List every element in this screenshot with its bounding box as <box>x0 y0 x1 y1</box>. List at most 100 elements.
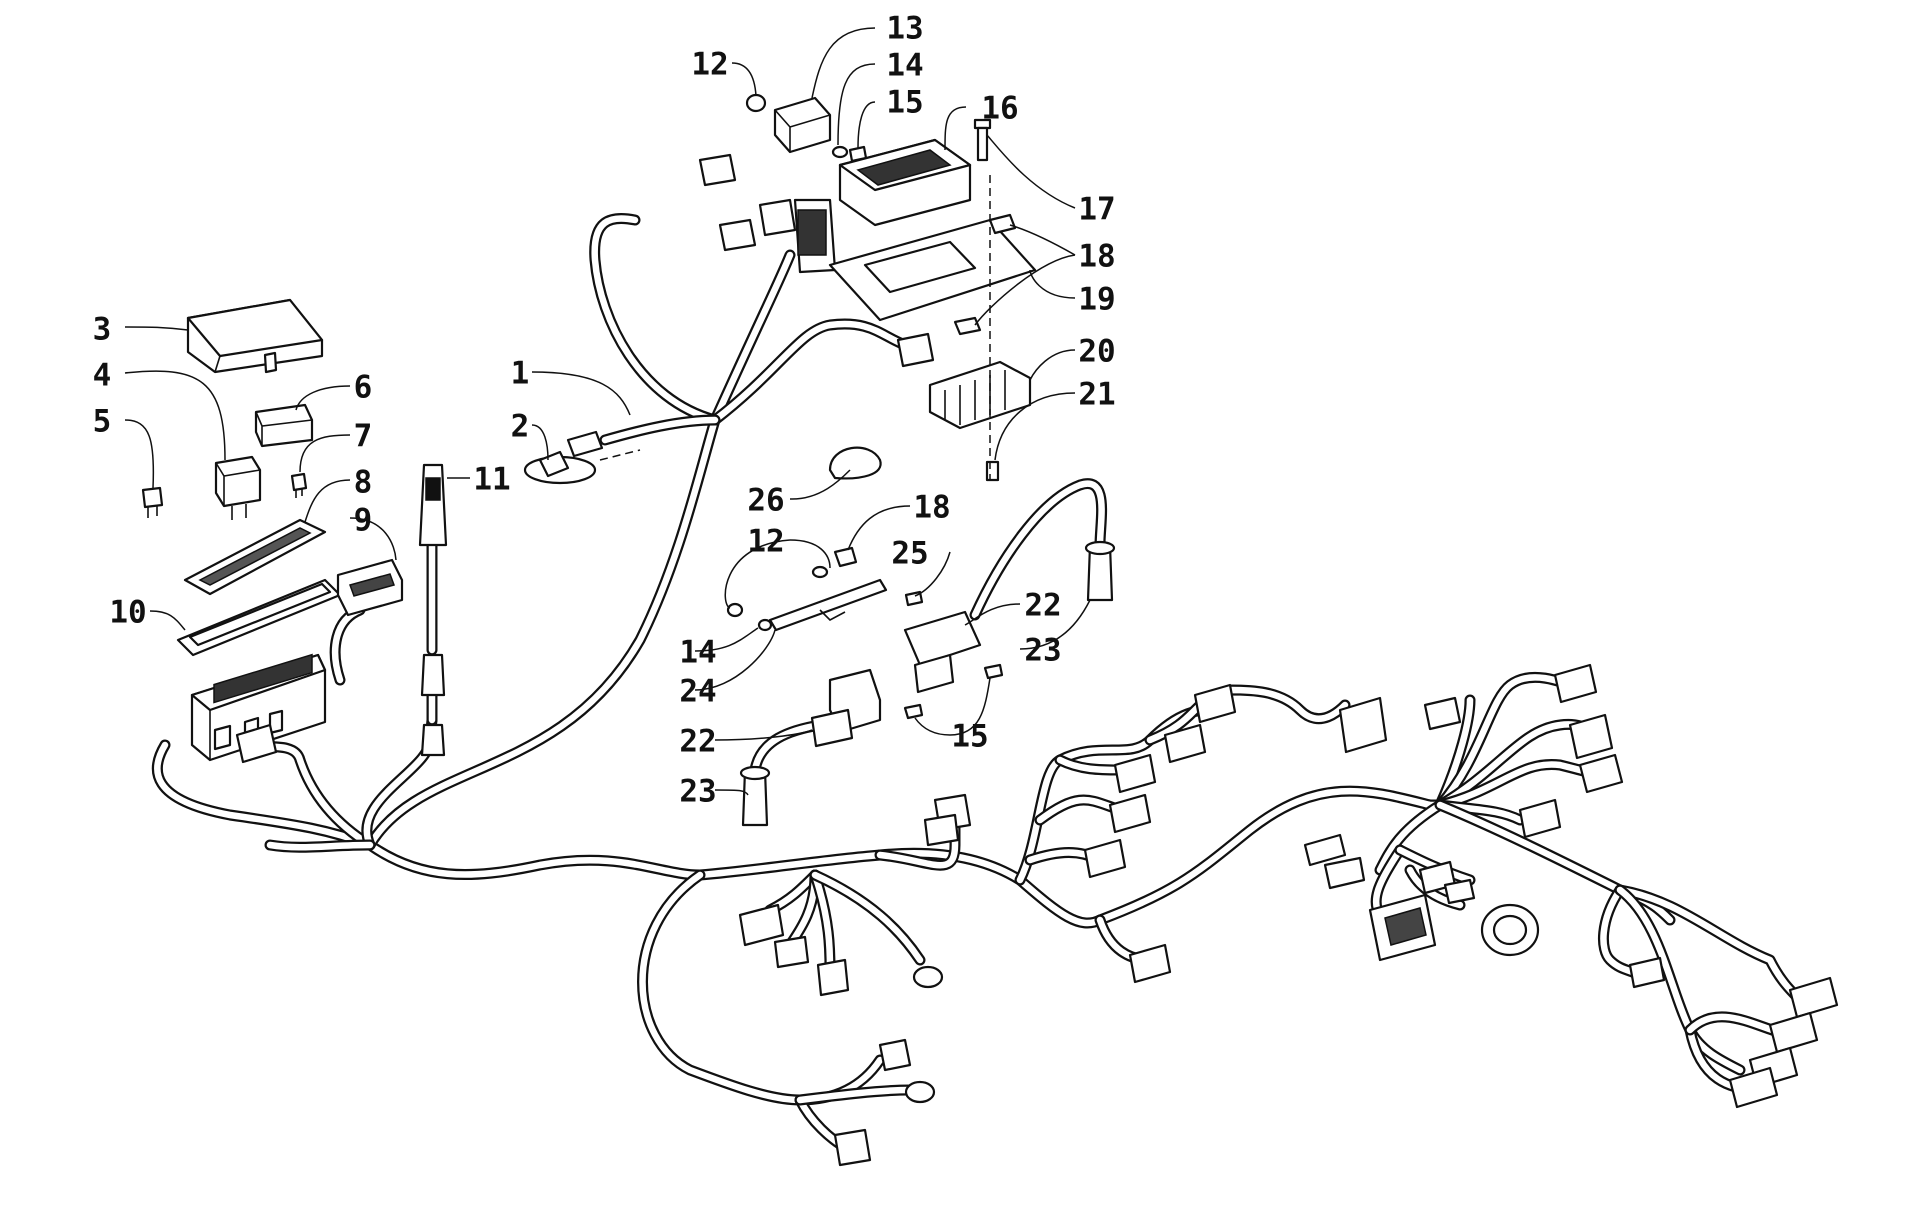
ring-terminal-b <box>904 1080 936 1104</box>
callout-20: 20 <box>1078 334 1115 370</box>
regulator-20 <box>928 360 1032 430</box>
callout-23-left: 23 <box>679 774 716 810</box>
connector-left-end <box>235 723 278 764</box>
callout-18-center: 18 <box>913 490 950 526</box>
connector-bottom-a <box>878 1038 912 1072</box>
screw-17 <box>973 118 992 162</box>
callout-2: 2 <box>511 409 530 445</box>
connector-center-e <box>923 813 960 847</box>
callout-23-right: 23 <box>1024 633 1061 669</box>
callout-6: 6 <box>354 370 373 406</box>
callout-8: 8 <box>354 465 373 501</box>
connector-center-c <box>816 958 850 997</box>
grommet-2 <box>523 450 597 485</box>
callout-14-center: 14 <box>679 635 716 671</box>
connector-top-b <box>718 218 757 252</box>
connector-r-e <box>1443 878 1476 905</box>
fuse-7 <box>290 472 308 498</box>
washer-14a <box>831 145 849 159</box>
washer-14b <box>757 618 773 632</box>
coil-22b <box>810 668 882 748</box>
connector-cr-f <box>1083 838 1127 879</box>
connector-r-o <box>1728 1066 1779 1109</box>
screw-15c <box>903 703 924 720</box>
callout-21: 21 <box>1078 377 1115 413</box>
connector-r-b <box>1323 856 1366 890</box>
callout-17: 17 <box>1078 192 1115 228</box>
connector-r-g <box>1553 663 1598 704</box>
connector-r-i <box>1578 753 1624 794</box>
callout-9: 9 <box>354 503 373 539</box>
callout-16: 16 <box>981 91 1018 127</box>
callout-22-right: 22 <box>1024 588 1061 624</box>
fuse-5 <box>141 486 164 518</box>
callout-14-top: 14 <box>886 48 923 84</box>
fuse-box-cover <box>186 298 324 374</box>
connector-bottom-b <box>833 1128 872 1167</box>
connector-r-h <box>1568 713 1614 760</box>
screw-15b <box>983 663 1004 680</box>
callout-13: 13 <box>886 11 923 47</box>
screw-21 <box>985 460 1000 482</box>
knock-sensor <box>1480 903 1540 957</box>
connector-r-l <box>1788 976 1839 1019</box>
callout-12-center: 12 <box>747 524 784 560</box>
connector-r-a <box>1303 833 1347 867</box>
callout-15-center: 15 <box>951 719 988 755</box>
plug-cap-23b <box>739 765 771 827</box>
main-harness <box>151 212 1806 1156</box>
callout-5: 5 <box>93 404 112 440</box>
callout-25: 25 <box>891 536 928 572</box>
relay-4 <box>214 455 262 520</box>
leader-lines <box>124 27 1091 796</box>
callout-19: 19 <box>1078 282 1115 318</box>
gasket-10 <box>176 578 342 657</box>
sensor-11 <box>418 463 448 757</box>
nut-18c <box>833 546 858 568</box>
callout-10: 10 <box>109 595 146 631</box>
nut-12c <box>726 602 744 618</box>
connector-r-m <box>1768 1011 1819 1054</box>
connector-cr-e <box>1108 793 1152 834</box>
connector-top-a <box>698 153 737 187</box>
callout-4: 4 <box>93 358 112 394</box>
washer-12b <box>811 565 829 579</box>
connector-cr-c <box>1338 696 1388 754</box>
nut-18a <box>988 213 1017 235</box>
relay-6 <box>254 403 314 448</box>
fuse-board-8 <box>183 518 327 596</box>
clip-1 <box>566 430 604 458</box>
connector-r-f <box>1423 696 1462 731</box>
connector-cr-d <box>1113 753 1157 794</box>
screw-15a <box>848 145 868 163</box>
callout-26: 26 <box>747 483 784 519</box>
plug-cap-23a <box>1084 540 1116 602</box>
connector-center-b <box>773 935 810 969</box>
clamp-26 <box>828 446 882 480</box>
ring-terminal-a <box>912 965 944 989</box>
connector-9 <box>336 558 404 617</box>
coil-22a <box>903 610 982 694</box>
callout-7: 7 <box>354 419 373 455</box>
connector-r-c <box>1368 893 1437 962</box>
callout-12-top: 12 <box>691 47 728 83</box>
callout-22-left: 22 <box>679 724 716 760</box>
connector-regulator <box>896 332 935 368</box>
callout-11: 11 <box>473 462 510 498</box>
connector-r-j <box>1518 798 1562 839</box>
connector-cr-g <box>1128 943 1172 984</box>
bracket-24 <box>768 578 888 632</box>
connector-center-a <box>738 903 785 947</box>
ecu-module-16 <box>838 138 972 227</box>
connector-cr-b <box>1163 723 1207 764</box>
callout-labels: 3 4 5 6 7 8 9 10 11 1 2 12 13 14 15 16 1… <box>93 11 1116 810</box>
callout-3: 3 <box>93 312 112 348</box>
connector-r-k <box>1628 956 1666 989</box>
module-13 <box>773 96 837 274</box>
callout-18-top: 18 <box>1078 239 1115 275</box>
connector-top-c <box>758 198 797 237</box>
nut-18b <box>953 316 982 336</box>
nut-12a <box>745 93 767 113</box>
callout-15-top: 15 <box>886 85 923 121</box>
